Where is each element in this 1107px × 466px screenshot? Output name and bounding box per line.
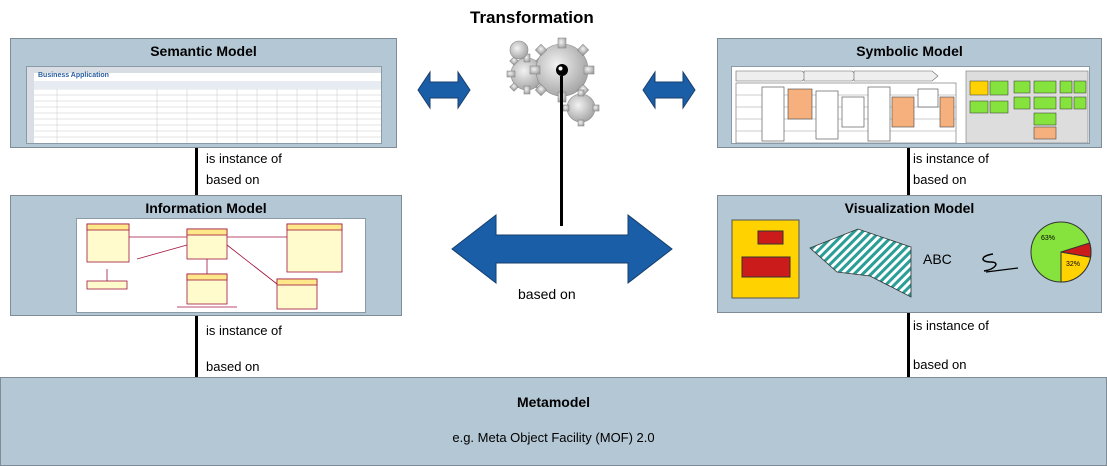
line-stroke-shape [985,267,1019,273]
semantic-model-panel: Semantic Model Business Application [10,38,397,148]
label-based-on-visualization: based on [913,357,967,372]
pie-chart-icon [1030,221,1092,283]
connector-semantic-information [195,148,198,195]
metamodel-panel: Metamodel e.g. Meta Object Facility (MOF… [0,377,1107,466]
symbolic-model-panel: Symbolic Model [717,38,1102,148]
transformation-pin-line [560,76,563,226]
symbolic-model-title: Symbolic Model [856,43,963,59]
red-large-rect-shape [741,256,791,278]
visualization-primitives [731,219,1092,299]
double-arrow-icon [642,70,696,110]
connector-symbolic-visualization [907,148,910,195]
label-instance-of-visualization: is instance of [913,318,989,333]
red-small-rect-shape [757,230,784,245]
metamodel-subtitle: e.g. Meta Object Facility (MOF) 2.0 [452,430,655,445]
uml-class-diagram-thumbnail [76,218,366,313]
visualization-model-title: Visualization Model [844,200,975,216]
connector-information-metamodel [195,316,198,377]
label-instance-of-semantic: is instance of [206,151,282,166]
process-map-icon [735,70,1089,143]
curve-stroke-shape [982,253,997,272]
label-based-on-information: based on [206,359,260,374]
metamodel-title: Metamodel [516,394,591,410]
text-sample: ABC [923,251,952,267]
label-based-on-center: based on [518,286,576,302]
pie-label-32: 32% [1066,261,1081,268]
spreadsheet-heading: Business Application [38,72,109,79]
transformation-title: Transformation [470,8,594,27]
information-model-title: Information Model [145,200,267,216]
uml-diagram-icon [86,223,343,310]
gear-icon [506,37,600,127]
double-arrow-icon [417,70,471,110]
pie-label-63: 63% [1041,235,1056,242]
label-instance-of-symbolic: is instance of [913,151,989,166]
label-based-on-symbolic: based on [913,172,967,187]
information-model-panel: Information Model [10,195,402,316]
spreadsheet-icon [27,67,381,143]
hatched-polygon-shape [809,228,912,298]
visualization-model-panel: Visualization Model ABC 63% 32% [717,195,1102,313]
label-based-on-semantic: based on [206,172,260,187]
semantic-model-title: Semantic Model [150,43,257,59]
spreadsheet-thumbnail: Business Application [26,66,382,144]
double-arrow-icon [451,213,673,285]
connector-visualization-metamodel [907,313,910,377]
process-map-thumbnail [731,66,1090,144]
label-instance-of-information: is instance of [206,323,282,338]
